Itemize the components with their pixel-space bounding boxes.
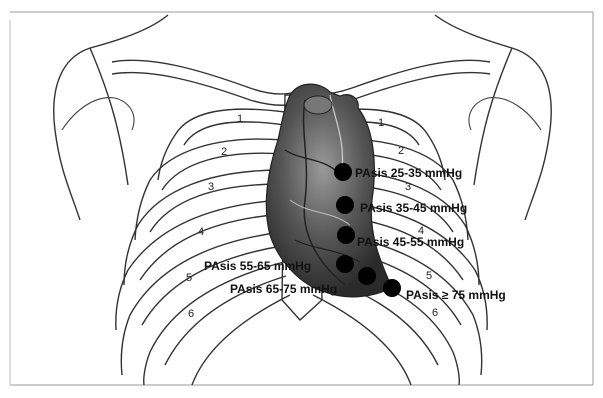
rib-number-left-5: 5 — [186, 272, 192, 284]
point-marker-6 — [383, 279, 401, 297]
rib-number-left-2: 2 — [221, 146, 227, 158]
rib-number-right-1: 1 — [378, 117, 384, 129]
point-marker-4 — [336, 255, 354, 273]
point-label-3: PAsis 45-55 mmHg — [357, 235, 464, 249]
rib-number-right-3: 3 — [405, 181, 411, 193]
rib-number-left-4: 4 — [198, 226, 204, 238]
point-label-1: PAsis 25-35 mmHg — [355, 166, 462, 180]
rib-number-left-3: 3 — [208, 181, 214, 193]
rib-number-right-6: 6 — [432, 307, 438, 319]
point-marker-5 — [358, 267, 376, 285]
rib-number-right-2: 2 — [398, 145, 404, 157]
point-marker-3 — [337, 226, 355, 244]
point-marker-2 — [336, 196, 354, 214]
point-label-5: PAsis 65-75 mmHg — [230, 282, 337, 296]
rib-number-right-5: 5 — [426, 270, 432, 282]
left-ribs — [116, 109, 290, 385]
rib-number-left-6: 6 — [188, 308, 194, 320]
rib-number-left-1: 1 — [237, 113, 243, 125]
point-label-4: PAsis 55-65 mmHg — [204, 259, 311, 273]
point-marker-1 — [334, 163, 352, 181]
point-label-6: PAsis ≥ 75 mmHg — [406, 288, 506, 302]
point-label-2: PAsis 35-45 mmHg — [360, 201, 467, 215]
